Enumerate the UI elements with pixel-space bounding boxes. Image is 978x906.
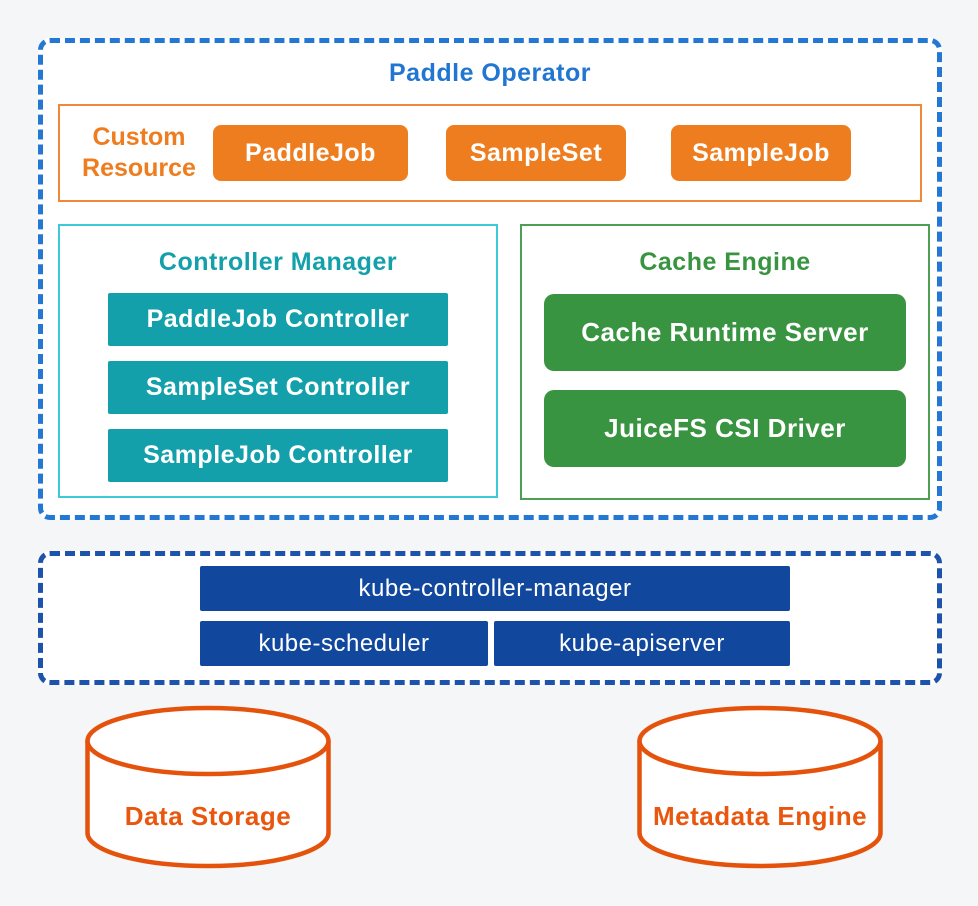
controller-manager-title: Controller Manager	[158, 248, 398, 276]
controller-manager-group: Controller Manager PaddleJob Controller …	[58, 224, 498, 498]
paddlejob-controller-node: PaddleJob Controller	[108, 293, 448, 346]
paddle-operator-title: Paddle Operator	[389, 59, 591, 87]
database-cylinder-icon	[637, 705, 883, 869]
metadata-engine-label: Metadata Engine	[652, 801, 868, 831]
samplejob-node: SampleJob	[671, 125, 851, 181]
cache-runtime-server-node: Cache Runtime Server	[544, 294, 906, 371]
kube-apiserver-node: kube-apiserver	[494, 621, 790, 666]
cache-engine-list: Cache Runtime Server JuiceFS CSI Driver	[522, 294, 928, 467]
sampleset-controller-node: SampleSet Controller	[108, 361, 448, 414]
data-storage-label: Data Storage	[124, 801, 292, 831]
juicefs-csi-driver-node: JuiceFS CSI Driver	[544, 390, 906, 467]
kubernetes-group: kube-controller-manager kube-scheduler k…	[38, 551, 942, 685]
sampleset-node: SampleSet	[446, 125, 626, 181]
paddlejob-node: PaddleJob	[213, 125, 408, 181]
database-cylinder-icon	[85, 705, 331, 869]
kube-scheduler-node: kube-scheduler	[200, 621, 488, 666]
controller-manager-list: PaddleJob Controller SampleSet Controlle…	[60, 293, 496, 482]
cache-engine-title: Cache Engine	[639, 248, 811, 276]
samplejob-controller-node: SampleJob Controller	[108, 429, 448, 482]
paddle-operator-group: Paddle Operator Custom Resource PaddleJo…	[38, 38, 942, 520]
kube-controller-manager-node: kube-controller-manager	[200, 566, 790, 611]
metadata-engine-node: Metadata Engine	[635, 703, 885, 873]
data-storage-node: Data Storage	[83, 703, 333, 873]
custom-resource-label: Custom Resource	[82, 122, 196, 182]
cache-engine-group: Cache Engine Cache Runtime Server JuiceF…	[520, 224, 930, 500]
custom-resource-group: Custom Resource PaddleJob SampleSet Samp…	[58, 104, 922, 202]
